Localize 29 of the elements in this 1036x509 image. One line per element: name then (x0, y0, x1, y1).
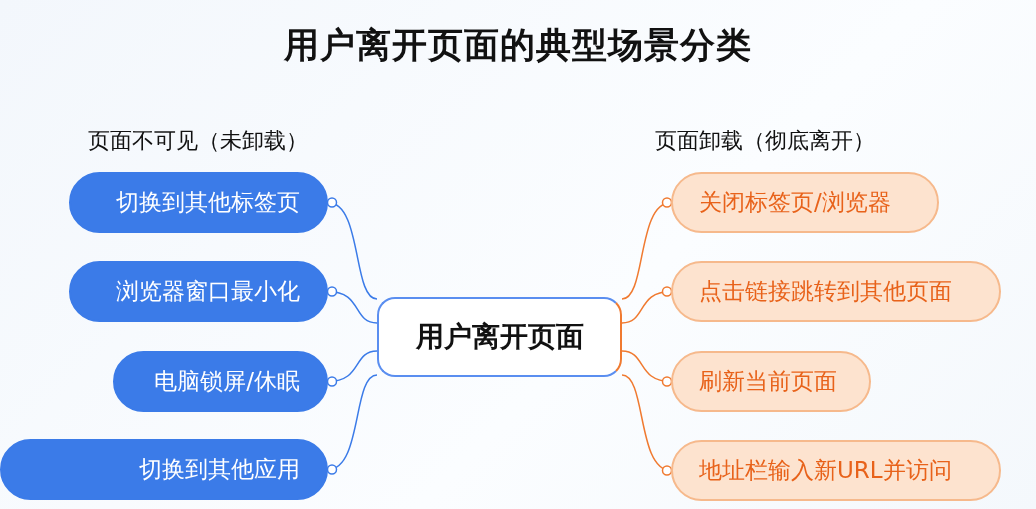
node-text: 切换到其他标签页 (116, 188, 300, 217)
group-heading: 页面卸载（彻底离开） (655, 127, 875, 155)
branch-pill (113, 351, 328, 412)
branch-pill (69, 172, 328, 233)
branch-pill (671, 351, 871, 412)
node-text: 点击链接跳转到其他页面 (699, 277, 952, 306)
connector (326, 198, 378, 300)
node-text: 地址栏输入新URL并访问 (699, 456, 952, 485)
node-text: 切换到其他应用 (139, 455, 300, 484)
connector (326, 374, 378, 474)
group-heading: 页面不可见（未卸载） (88, 127, 308, 155)
node-text: 关闭标签页/浏览器 (699, 188, 891, 217)
connector (621, 286, 673, 324)
branch-pill (671, 440, 1001, 501)
node-text: 电脑锁屏/休眠 (154, 367, 300, 396)
node-text: 刷新当前页面 (699, 367, 837, 396)
connector (621, 374, 673, 475)
connector (326, 350, 378, 387)
connector (621, 350, 673, 387)
node-text: 浏览器窗口最小化 (116, 277, 300, 306)
connector (621, 198, 673, 300)
branch-pill (69, 261, 328, 322)
connector (326, 286, 378, 324)
diagram-title: 用户离开页面的典型场景分类 (283, 24, 753, 67)
node-text: 用户离开页面 (415, 319, 584, 355)
branch-pill (0, 439, 328, 500)
topic-box (377, 297, 622, 377)
branch-pill (671, 172, 939, 233)
branch-pill (671, 261, 1001, 322)
